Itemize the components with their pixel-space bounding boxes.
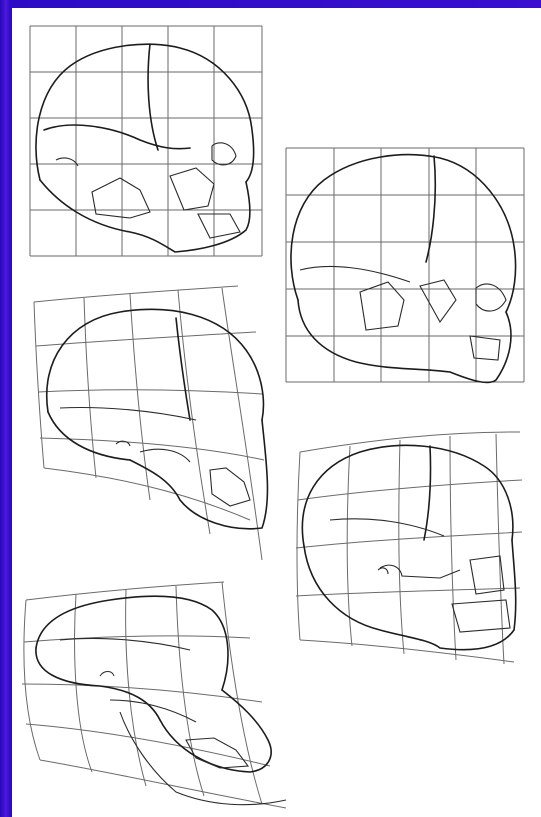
regular-grid bbox=[286, 148, 524, 382]
skull-outline bbox=[36, 44, 254, 252]
deformed-grid bbox=[34, 286, 264, 560]
skull-outline bbox=[291, 155, 516, 383]
panel-adult-skull-left bbox=[34, 286, 267, 560]
deformed-grid bbox=[296, 432, 522, 664]
panel-ape-skull bbox=[22, 582, 286, 808]
regular-grid bbox=[30, 26, 262, 256]
panel-juvenile-skull bbox=[30, 26, 262, 256]
skull-outline bbox=[302, 445, 515, 649]
panel-infant-skull bbox=[286, 148, 524, 382]
panel-adult-skull-right bbox=[296, 432, 522, 664]
deformed-grid bbox=[22, 582, 286, 808]
